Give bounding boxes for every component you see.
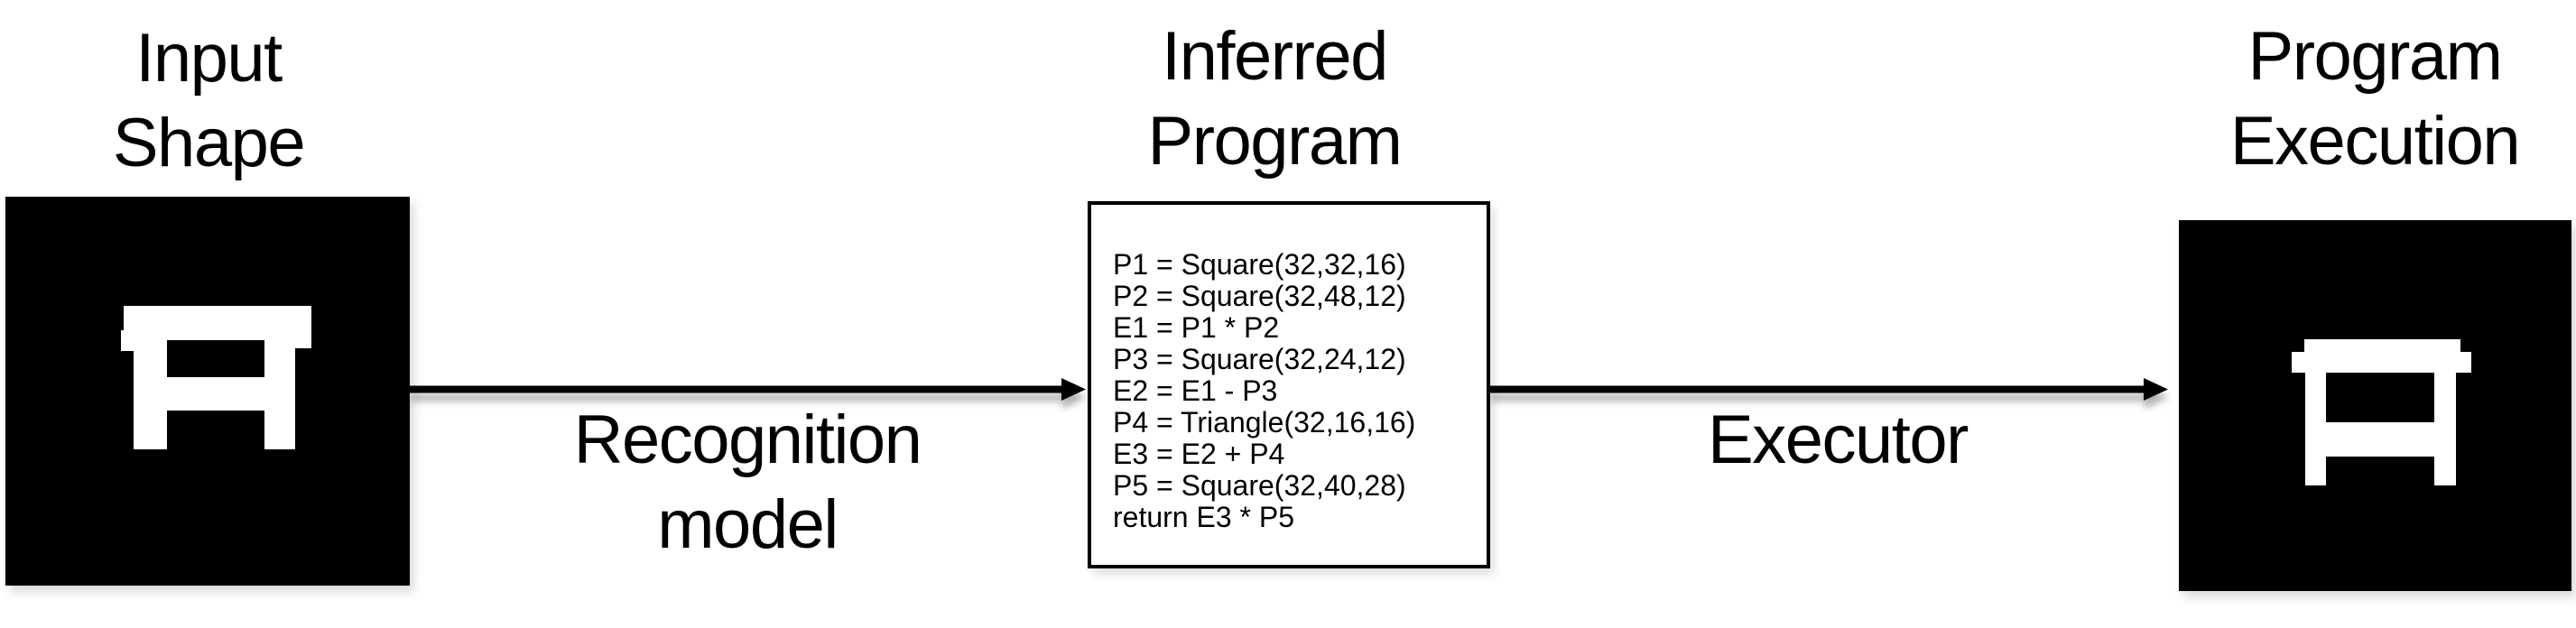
program-execution-title-line1: Program bbox=[2247, 18, 2503, 95]
code-line: P1 = Square(32,32,16) bbox=[1113, 248, 1406, 281]
program-execution-title: Program Execution bbox=[2149, 14, 2576, 184]
input-shape-title-line2: Shape bbox=[112, 105, 306, 181]
pixel-table-icon bbox=[2292, 339, 2471, 485]
executor-label-text: Executor bbox=[1708, 402, 1969, 478]
recognition-model-label-line1: Recognition bbox=[573, 402, 922, 478]
inferred-program-box: P1 = Square(32,32,16)P2 = Square(32,48,1… bbox=[1088, 201, 1490, 568]
recognition-model-label: Recognition model bbox=[522, 398, 973, 568]
recognition-arrow bbox=[410, 378, 1086, 401]
program-code-listing: P1 = Square(32,32,16)P2 = Square(32,48,1… bbox=[1113, 249, 1415, 533]
code-line: E3 = E2 + P4 bbox=[1113, 438, 1285, 470]
code-line: P5 = Square(32,40,28) bbox=[1113, 469, 1406, 502]
input-shape-title-line1: Input bbox=[135, 20, 283, 97]
inferred-program-title-line2: Program bbox=[1147, 103, 1403, 180]
code-line: P4 = Triangle(32,16,16) bbox=[1113, 406, 1416, 439]
program-execution-title-line2: Execution bbox=[2229, 103, 2521, 180]
code-line: P3 = Square(32,24,12) bbox=[1113, 343, 1406, 375]
inferred-program-title: Inferred Program bbox=[1049, 14, 1500, 184]
code-line: P2 = Square(32,48,12) bbox=[1113, 280, 1406, 312]
executor-label: Executor bbox=[1612, 398, 2063, 483]
code-line: E1 = P1 * P2 bbox=[1113, 311, 1280, 344]
input-shape-title: Input Shape bbox=[28, 16, 389, 186]
inferred-program-title-line1: Inferred bbox=[1162, 18, 1388, 95]
executor-arrow bbox=[1490, 378, 2168, 401]
program-execution-image bbox=[2179, 220, 2571, 591]
code-line: return E3 * P5 bbox=[1113, 501, 1294, 533]
recognition-model-label-line2: model bbox=[657, 486, 839, 563]
pixel-table-icon bbox=[121, 306, 311, 449]
input-shape-image bbox=[5, 197, 410, 586]
code-line: E2 = E1 - P3 bbox=[1113, 374, 1278, 407]
